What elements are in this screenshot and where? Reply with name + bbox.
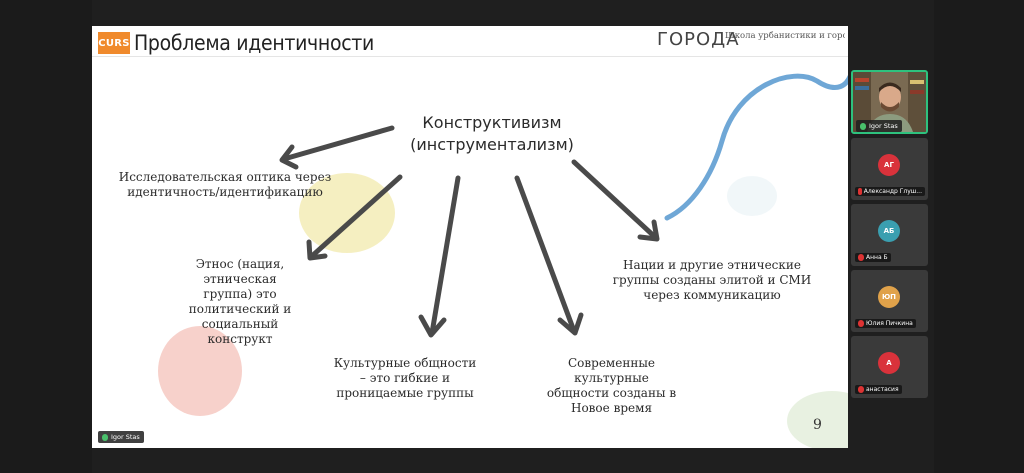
text-modern: Современные культурные общности созданы … bbox=[546, 356, 677, 415]
participant-avatar: АБ bbox=[878, 220, 900, 242]
presenter-name: Igor Stas bbox=[111, 433, 140, 441]
participant-name-tag: Анна Б bbox=[855, 253, 891, 262]
arrow-to-cultural bbox=[429, 175, 461, 336]
participant-name-tag: анастасия bbox=[855, 385, 902, 394]
participant-tile[interactable]: АБ Анна Б bbox=[851, 204, 928, 266]
arrowhead-modern bbox=[557, 312, 584, 336]
arrow-to-optics bbox=[281, 125, 395, 162]
arrow-to-ethnos bbox=[309, 174, 403, 259]
text-optics: Исследовательская оптика через идентично… bbox=[118, 170, 332, 199]
mic-muted-icon bbox=[858, 188, 862, 195]
speaker-name: Igor Stas bbox=[869, 122, 898, 130]
arrowhead-nations bbox=[637, 219, 660, 242]
slide-page-number: 9 bbox=[813, 417, 822, 433]
arrowhead-cultural bbox=[418, 314, 447, 338]
blue-wave-line bbox=[664, 73, 848, 221]
left-margin bbox=[0, 0, 92, 473]
light-blob bbox=[727, 176, 777, 216]
text-nations: Нации и другие этнические группы созданы… bbox=[612, 258, 812, 302]
slide-decorations bbox=[158, 73, 848, 448]
arrow-to-nations bbox=[571, 159, 658, 240]
mic-muted-icon bbox=[858, 254, 864, 261]
mic-on-icon bbox=[860, 122, 866, 130]
arrow-to-modern bbox=[514, 175, 577, 334]
text-ethnos: Этнос (нация, этническая группа) это пол… bbox=[188, 257, 292, 346]
participant-name: Александр Глуш... bbox=[863, 188, 922, 195]
participant-tile[interactable]: ЮП Юлия Пичкина bbox=[851, 270, 928, 332]
central-concept: Конструктивизм (инструментализм) bbox=[392, 112, 592, 156]
mic-muted-icon bbox=[858, 386, 864, 393]
title-divider bbox=[92, 56, 848, 57]
central-concept-line1: Конструктивизм bbox=[422, 113, 562, 132]
text-cultural: Культурные общности – это гибкие и прони… bbox=[333, 356, 477, 400]
participant-avatar: А bbox=[878, 352, 900, 374]
yellow-blob bbox=[299, 173, 395, 253]
slide-title: Проблема идентичности bbox=[134, 31, 374, 55]
participant-name: Юлия Пичкина bbox=[866, 320, 913, 327]
participant-avatar: АГ bbox=[878, 154, 900, 176]
green-blob bbox=[787, 391, 848, 448]
brand-subtitle: Школа урбанистики и городских исследован… bbox=[725, 31, 845, 41]
mic-on-icon bbox=[102, 433, 108, 441]
central-concept-line2: (инструментализм) bbox=[410, 135, 574, 154]
active-speaker-tile[interactable]: Igor Stas bbox=[851, 70, 928, 134]
speaker-name-tag: Igor Stas bbox=[856, 120, 902, 132]
arrowhead-optics bbox=[279, 144, 299, 170]
mic-muted-icon bbox=[858, 320, 864, 327]
participant-name-tag: Александр Глуш... bbox=[855, 187, 925, 196]
participant-tile[interactable]: АГ Александр Глуш... bbox=[851, 138, 928, 200]
participant-avatar: ЮП bbox=[878, 286, 900, 308]
participant-name-tag: Юлия Пичкина bbox=[855, 319, 916, 328]
right-margin bbox=[934, 0, 1024, 473]
participant-tile[interactable]: А анастасия bbox=[851, 336, 928, 398]
shared-slide: CURS Проблема идентичности ГОРОДА Школа … bbox=[92, 26, 848, 448]
arrowhead-ethnos bbox=[306, 239, 328, 261]
presenter-name-tag: Igor Stas bbox=[98, 431, 144, 443]
brand-name: ГОРОДА bbox=[657, 29, 740, 50]
participant-name: анастасия bbox=[866, 386, 899, 393]
participant-name: Анна Б bbox=[866, 254, 888, 261]
pink-blob bbox=[158, 326, 242, 416]
curs-logo: CURS bbox=[98, 32, 130, 54]
